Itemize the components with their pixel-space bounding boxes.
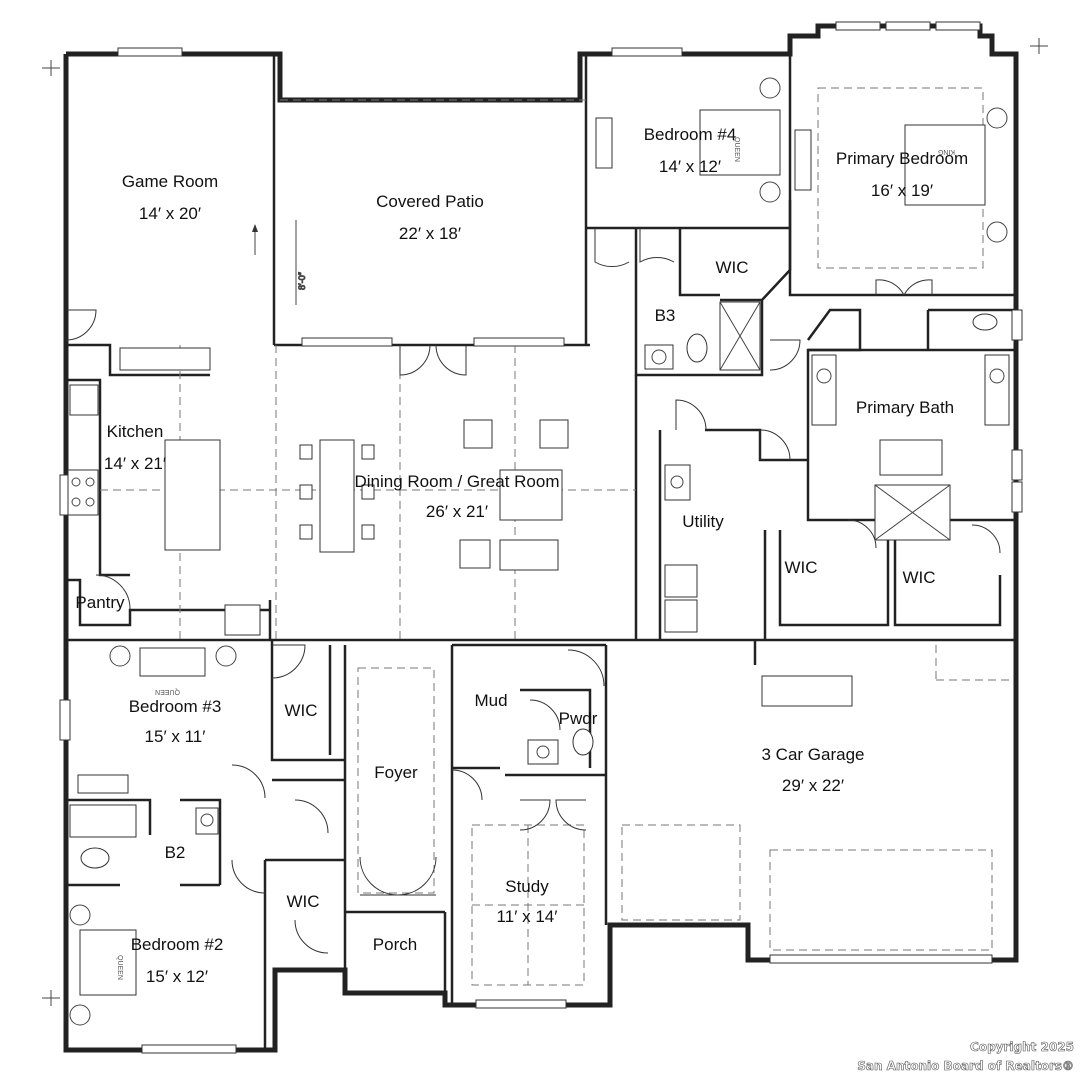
foyer-name: Foyer: [374, 763, 418, 782]
bedroom2-dims: 15′ x 12′: [146, 967, 208, 986]
covered-patio-name: Covered Patio: [376, 192, 484, 211]
bedroom4-dims: 14′ x 12′: [659, 157, 721, 176]
kitchen-dims: 14′ x 21′: [104, 454, 166, 473]
primary-bedroom-name: Primary Bedroom: [836, 149, 968, 168]
pantry-name: Pantry: [75, 593, 125, 612]
exterior-walls: [42, 23, 1048, 1053]
kitchen-name: Kitchen: [107, 422, 164, 441]
game-room-dims: 14′ x 20′: [139, 204, 201, 223]
game-room-name: Game Room: [122, 172, 218, 191]
doors: [65, 228, 1001, 954]
wic-b3-name: WIC: [284, 701, 317, 720]
dining-great-room-dims: 26′ x 21′: [426, 502, 488, 521]
wic-primary-left-name: WIC: [784, 558, 817, 577]
wic-b4-name: WIC: [715, 258, 748, 277]
fixtures: [67, 77, 1010, 1026]
utility-name: Utility: [682, 512, 724, 531]
b2-name: B2: [165, 843, 186, 862]
bedroom3-dims: 15′ x 11′: [145, 727, 206, 746]
windows: [59, 21, 1023, 1054]
primary-bedroom-dims: 16′ x 19′: [871, 181, 933, 200]
dining-great-room-name: Dining Room / Great Room: [354, 472, 559, 491]
wic-b2-name: WIC: [286, 892, 319, 911]
garage-name: 3 Car Garage: [762, 745, 865, 764]
queen-label-bedroom2: QUEEN: [116, 955, 123, 980]
mud-name: Mud: [474, 691, 507, 710]
annotations: 8′-0″ QUEEN KING QUEEN QUEEN: [116, 137, 955, 980]
queen-label-bedroom4: QUEEN: [733, 137, 740, 162]
ceiling-height-label: 8′-0″: [297, 271, 307, 290]
copyright-notice: Copyright 2025 San Antonio Board of Real…: [857, 1038, 1074, 1076]
room-labels: Game Room 14′ x 20′ Covered Patio 22′ x …: [75, 125, 968, 986]
covered-patio-dims: 22′ x 18′: [399, 224, 461, 243]
bedroom2-name: Bedroom #2: [131, 935, 224, 954]
copyright-line1: Copyright 2025: [970, 1040, 1075, 1055]
porch-name: Porch: [373, 935, 417, 954]
king-label-primary: KING: [938, 148, 955, 155]
b3-name: B3: [655, 306, 676, 325]
pwdr-name: Pwdr: [559, 709, 598, 728]
garage-dims: 29′ x 22′: [782, 776, 844, 795]
bedroom4-name: Bedroom #4: [644, 125, 737, 144]
queen-label-bedroom3: QUEEN: [155, 688, 180, 695]
bedroom3-name: Bedroom #3: [129, 697, 222, 716]
wic-primary-right-name: WIC: [902, 568, 935, 587]
primary-bath-name: Primary Bath: [856, 398, 954, 417]
study-name: Study: [505, 877, 549, 896]
copyright-line2: San Antonio Board of Realtors®: [857, 1059, 1074, 1074]
study-dims: 11′ x 14′: [497, 907, 558, 926]
